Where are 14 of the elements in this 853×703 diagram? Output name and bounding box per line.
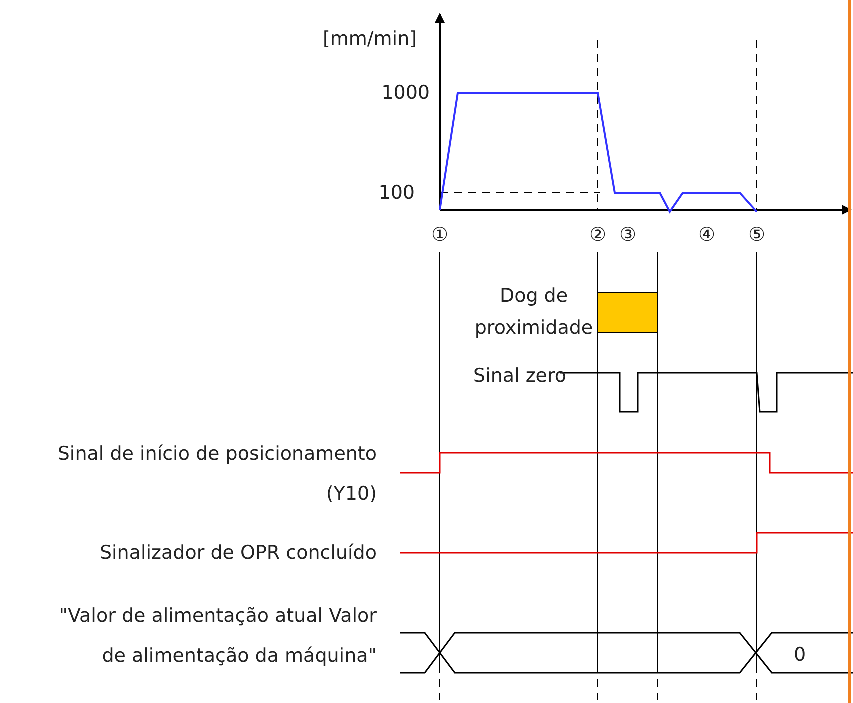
tick-label: 1000: [380, 81, 430, 106]
callout-number: ①: [430, 223, 450, 248]
signal-label: Sinalizador de OPR concluído: [98, 541, 377, 566]
signal-label: Dog de proximidade: [474, 284, 594, 341]
signal-label: "Valor de alimentação atual Valor de alimentação da máquina": [58, 604, 377, 669]
axis-unit-label: [mm/min]: [322, 27, 418, 52]
value-label: 0: [792, 643, 808, 668]
signal-label: Sinal zero: [472, 364, 568, 389]
callout-number: ③: [618, 223, 638, 248]
tick-label: 100: [378, 181, 415, 206]
callout-number: ⑤: [747, 223, 767, 248]
signal-label: Sinal de início de posicionamento (Y10): [56, 442, 377, 507]
callout-number: ④: [697, 223, 717, 248]
callout-number: ②: [588, 223, 608, 248]
